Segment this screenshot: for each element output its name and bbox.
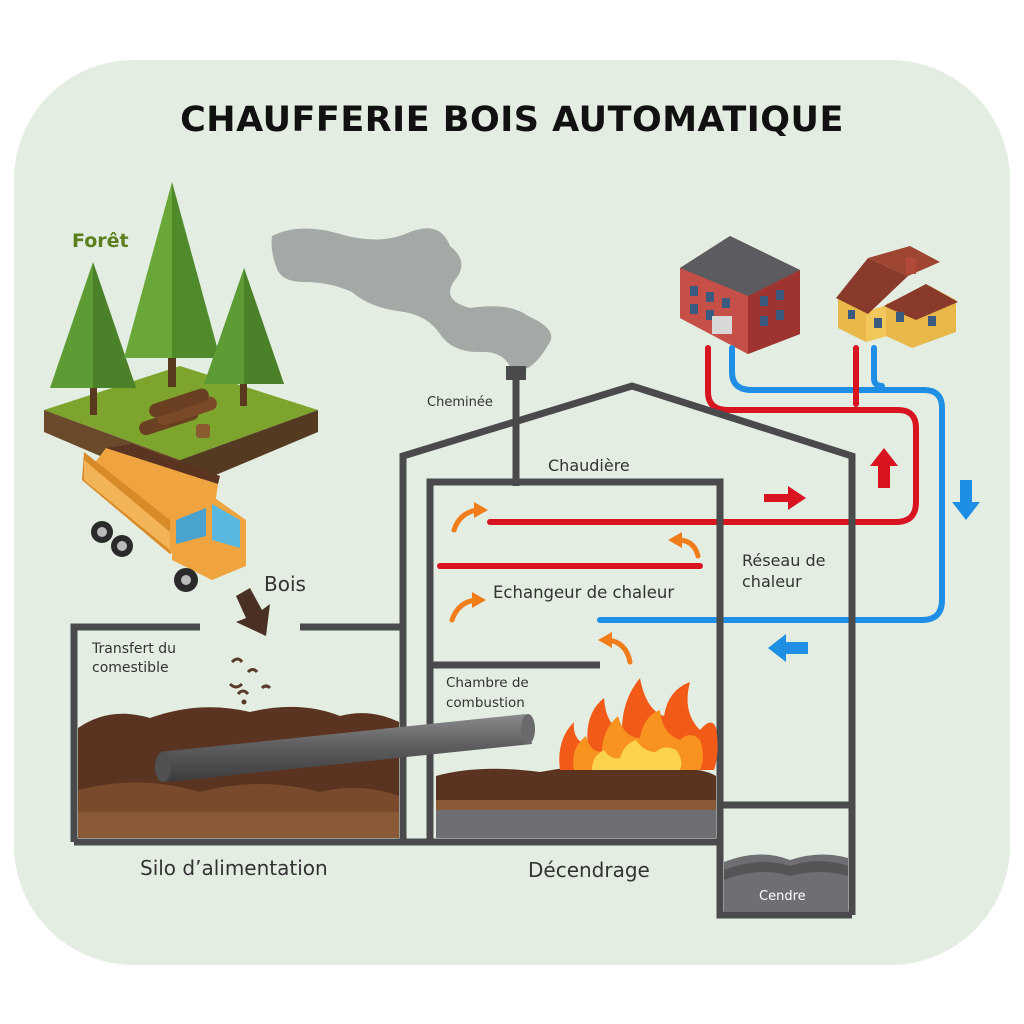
ash-label: Cendre	[759, 889, 806, 904]
house-roof	[399, 382, 856, 915]
ash-pit	[716, 801, 852, 919]
pine-tree-icon	[124, 182, 220, 387]
feed-silo-label: Silo d’alimentation	[140, 856, 328, 880]
hot-supply-pipe	[487, 345, 919, 525]
chimney-label: Cheminée	[427, 395, 493, 410]
cold-return-pipe-house	[871, 345, 885, 389]
silo-wall	[70, 623, 200, 842]
fuel-transfer-label: Transfert du comestible	[92, 641, 176, 676]
combustion-chamber-label: Chambre de combustion	[446, 675, 529, 711]
hot-direction-arrow-icon	[764, 448, 898, 510]
feed-screw-icon	[155, 714, 535, 782]
apartment-building-icon	[680, 236, 800, 354]
cold-return-pipe	[597, 345, 945, 623]
wood-label: Bois	[264, 572, 306, 596]
falling-chips-icon	[228, 657, 272, 705]
ash-pile	[724, 854, 848, 912]
cold-direction-arrow-icon	[768, 480, 980, 662]
wood-drop-arrow-icon	[236, 588, 270, 636]
ash-removal-label: Décendrage	[528, 858, 650, 882]
combustion-bed	[436, 765, 716, 838]
log-pile-icon	[139, 388, 217, 438]
fire-icon	[559, 678, 718, 770]
smoke-icon	[271, 228, 552, 372]
house-icon	[836, 246, 958, 348]
heat-exchanger-label: Echangeur de chaleur	[493, 583, 675, 602]
boiler-label: Chaudière	[548, 456, 630, 475]
plant-structure	[70, 378, 856, 919]
diagram-title: CHAUFFERIE BOIS AUTOMATIQUE	[180, 100, 844, 140]
heat-network-pipes	[487, 345, 945, 623]
dump-truck-icon	[82, 444, 246, 592]
heat-network-label: Réseau de chaleur	[742, 551, 826, 591]
arrow-heads	[472, 502, 682, 648]
forest-label: Forêt	[72, 230, 129, 252]
pine-tree-icon	[204, 268, 284, 406]
chimney-icon	[506, 366, 526, 380]
